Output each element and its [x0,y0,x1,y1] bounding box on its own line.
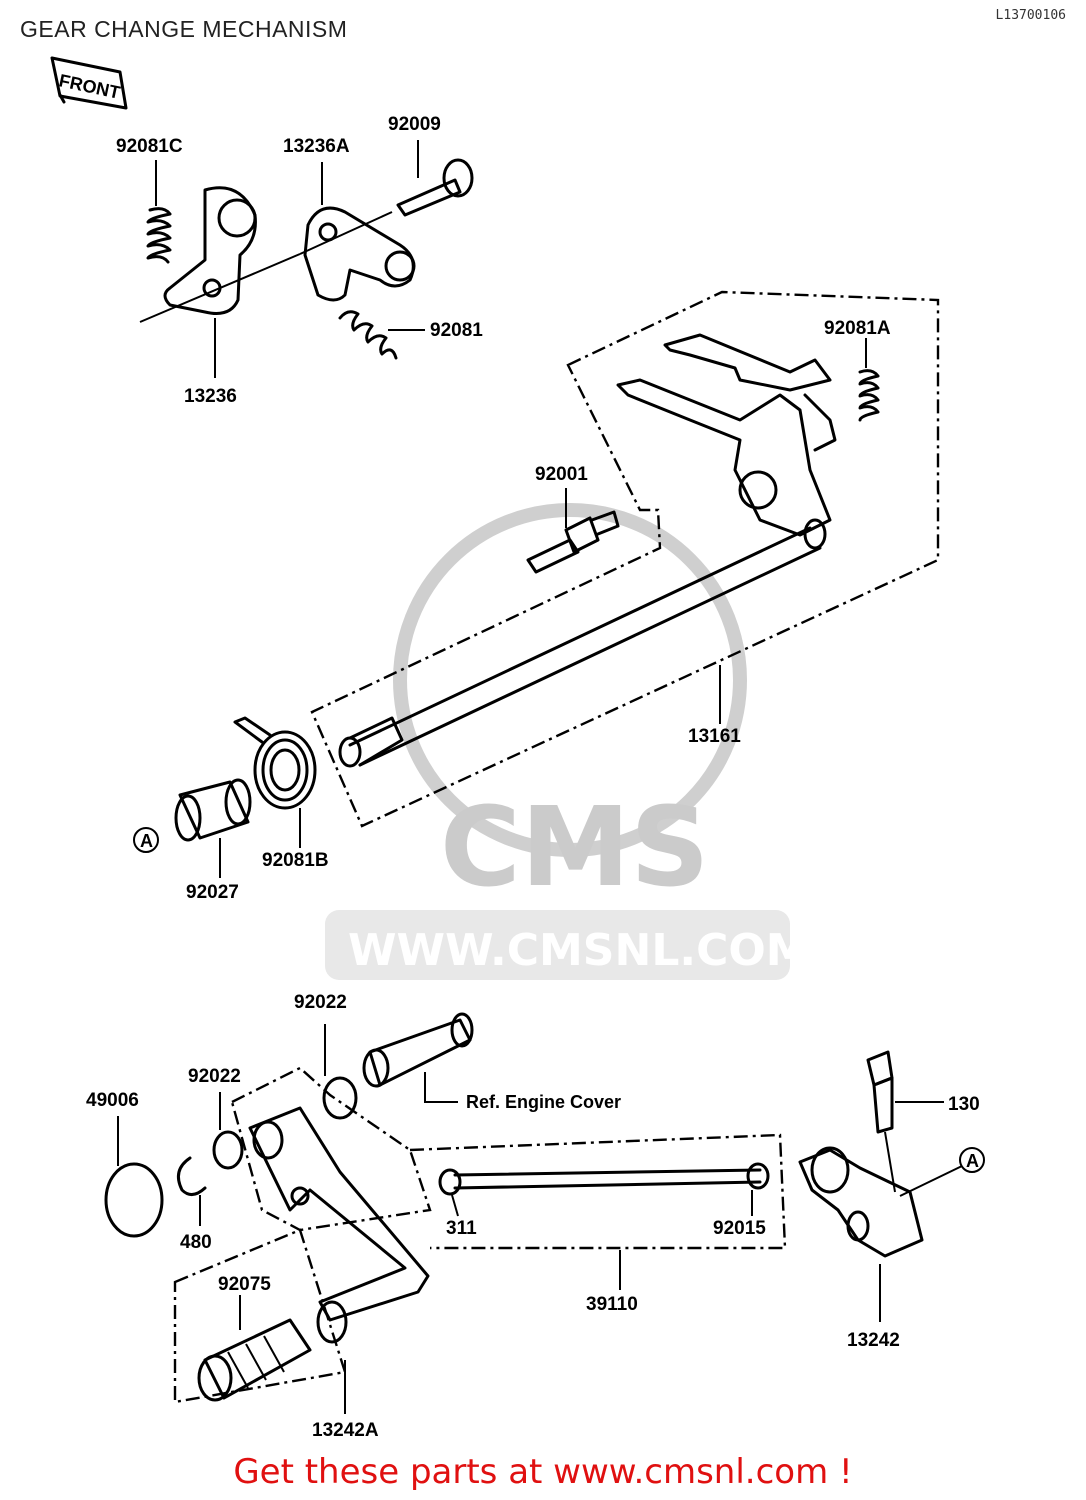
diagram-code: L13700106 [995,8,1066,23]
washer-92022-top-icon [322,1024,358,1120]
label-92001: 92001 [535,464,588,485]
label-92009: 92009 [388,114,441,135]
watermark-logo-circle [393,503,747,857]
shift-arm-13236A [299,206,416,302]
label-92075: 92075 [218,1274,271,1295]
spring-92081C-icon [146,160,172,264]
clip-480-icon [176,1156,207,1226]
bolt-130-icon [866,1050,944,1193]
rod-assembly-outline [409,1133,787,1250]
marker-a-right-label: A [966,1151,979,1171]
tie-rod-39110-icon [438,1162,770,1290]
pedal-assembly-outline [230,1066,432,1232]
label-130: 130 [948,1094,980,1115]
label-92081: 92081 [430,320,483,341]
promo-footer[interactable]: Get these parts at www.cmsnl.com ! [233,1452,853,1492]
label-480: 480 [180,1232,212,1253]
label-13236: 13236 [184,386,237,407]
front-arrow-icon: FRONT [50,56,128,110]
watermark-url: WWW.CMSNL.COM [348,925,810,976]
label-92022-left: 92022 [188,1066,241,1087]
label-92081A: 92081A [824,318,891,339]
label-92022-top: 92022 [294,992,347,1013]
label-92015: 92015 [713,1218,766,1239]
shaft-assembly-outline [310,290,940,828]
label-13161: 13161 [688,726,741,747]
washer-92022-left-icon [212,1092,244,1170]
diagram-title: GEAR CHANGE MECHANISM [20,16,348,42]
cap-49006-icon [104,1116,164,1238]
shift-lever-13242-icon [798,1146,963,1322]
spring-92081-icon [338,310,425,360]
watermark: CMS WWW.CMSNL.COM [325,503,810,980]
collar-92027-icon [174,778,252,878]
label-92027: 92027 [186,882,239,903]
marker-a-left-label: A [140,831,153,851]
bolt-92001-icon [526,488,620,574]
label-92081C: 92081C [116,136,183,157]
label-49006: 49006 [86,1090,139,1111]
footpeg-rubber-92075-icon [197,1295,312,1402]
leader-311 [451,1194,459,1217]
pedal-lower-outline [173,1228,347,1404]
watermark-brand: CMS [440,783,709,911]
pedal-13242A-icon [248,1106,430,1414]
marker-a-left: A [133,827,159,853]
shift-shaft-13161 [338,333,837,768]
label-39110: 39110 [586,1294,638,1315]
label-13236A: 13236A [283,136,350,157]
label-311: 311 [446,1218,477,1239]
part-labels: 92081C 13236A 92009 92081 13236 92081A 9… [86,114,980,1441]
label-13242: 13242 [847,1330,900,1351]
label-engine-cover-ref: Ref. Engine Cover [466,1092,621,1112]
label-92081B: 92081B [262,850,329,871]
spring-92081B-icon [233,716,317,848]
watermark-url-plate [325,910,790,980]
pivot-shaft-icon [362,1012,474,1103]
shift-arm-13236 [139,186,301,323]
marker-a-right: A [959,1147,985,1173]
spring-92081A-icon [858,338,880,422]
bolt-92009-icon [396,140,474,217]
label-13242A: 13242A [312,1420,379,1441]
